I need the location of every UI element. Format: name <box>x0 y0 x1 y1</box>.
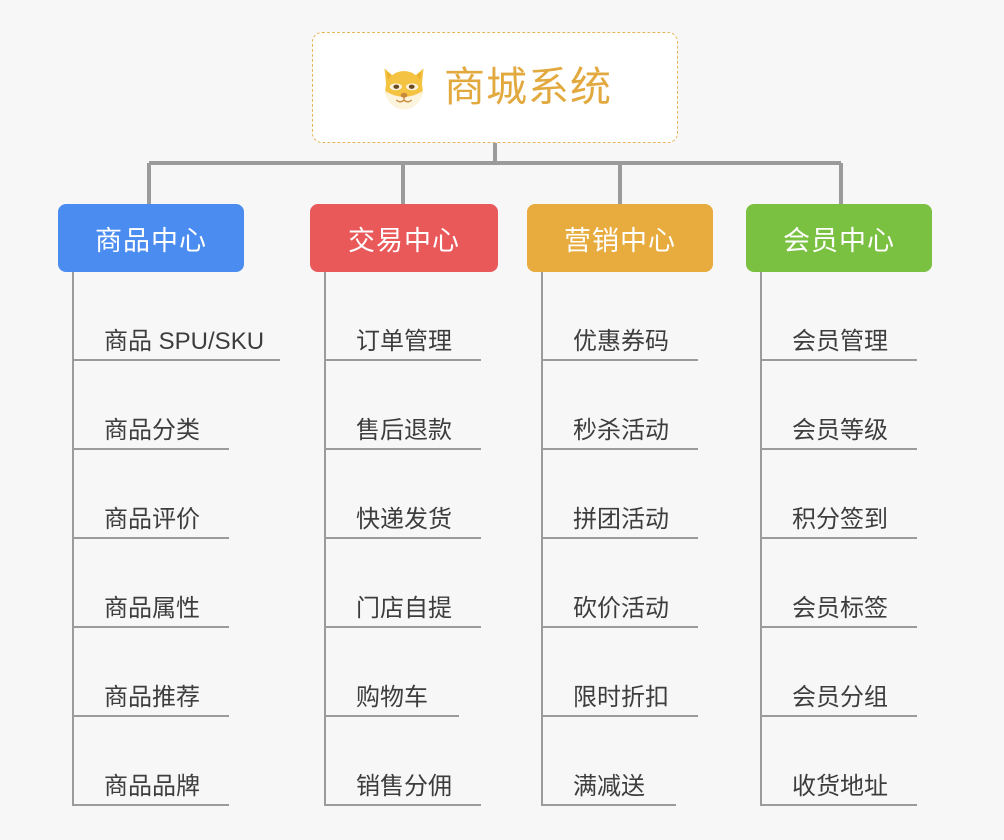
leaf-item[interactable]: 商品评价 <box>74 450 288 539</box>
leaf-label: 商品属性 <box>104 595 200 622</box>
leaf-rule <box>543 537 698 539</box>
root-title: 商城系统 <box>444 64 612 110</box>
leaf-item[interactable]: 砍价活动 <box>543 539 745 628</box>
branch-product-center: 商品中心 商品 SPU/SKU 商品分类 商品评价 商品属性 商品推荐 <box>58 204 288 806</box>
leaf-rule <box>74 448 229 450</box>
leaf-list-marketing-center: 优惠券码 秒杀活动 拼团活动 砍价活动 限时折扣 满减送 <box>541 272 745 806</box>
leaf-item[interactable]: 限时折扣 <box>543 628 745 717</box>
leaf-item[interactable]: 收货地址 <box>762 717 964 806</box>
leaf-label: 商品推荐 <box>104 684 200 711</box>
leaf-item[interactable]: 秒杀活动 <box>543 361 745 450</box>
leaf-rule <box>326 448 481 450</box>
leaf-rule <box>326 537 481 539</box>
leaf-list-trade-center: 订单管理 售后退款 快递发货 门店自提 购物车 销售分佣 <box>324 272 528 806</box>
leaf-item[interactable]: 商品推荐 <box>74 628 288 717</box>
leaf-label: 订单管理 <box>356 328 452 355</box>
leaf-label: 拼团活动 <box>573 506 669 533</box>
category-label: 会员中心 <box>783 225 895 256</box>
category-header-product-center[interactable]: 商品中心 <box>58 204 244 272</box>
leaf-rule <box>326 804 481 806</box>
leaf-rule <box>74 626 229 628</box>
leaf-label: 秒杀活动 <box>573 417 669 444</box>
leaf-label: 购物车 <box>356 684 428 711</box>
leaf-label: 会员标签 <box>792 595 888 622</box>
leaf-label: 售后退款 <box>356 417 452 444</box>
leaf-item[interactable]: 购物车 <box>326 628 528 717</box>
leaf-rule <box>74 537 229 539</box>
leaf-label: 门店自提 <box>356 595 452 622</box>
leaf-label: 会员等级 <box>792 417 888 444</box>
leaf-item[interactable]: 商品品牌 <box>74 717 288 806</box>
shiba-dog-face-icon <box>384 68 424 109</box>
leaf-item[interactable]: 售后退款 <box>326 361 528 450</box>
leaf-label: 优惠券码 <box>573 328 669 355</box>
leaf-rule <box>326 715 459 717</box>
leaf-item[interactable]: 快递发货 <box>326 450 528 539</box>
leaf-rule <box>74 359 280 361</box>
leaf-item[interactable]: 门店自提 <box>326 539 528 628</box>
leaf-label: 满减送 <box>573 773 645 800</box>
leaf-rule <box>543 448 698 450</box>
leaf-rule <box>74 715 229 717</box>
leaf-rule <box>543 359 698 361</box>
leaf-item[interactable]: 商品分类 <box>74 361 288 450</box>
leaf-rule <box>762 715 917 717</box>
branch-marketing-center: 营销中心 优惠券码 秒杀活动 拼团活动 砍价活动 限时折扣 <box>527 204 745 806</box>
leaf-rule <box>543 715 698 717</box>
leaf-rule <box>74 804 229 806</box>
leaf-rule <box>326 626 481 628</box>
leaf-label: 会员管理 <box>792 328 888 355</box>
category-header-marketing-center[interactable]: 营销中心 <box>527 204 713 272</box>
leaf-label: 商品 SPU/SKU <box>104 328 265 355</box>
leaf-label: 快递发货 <box>356 506 452 533</box>
leaf-item[interactable]: 会员标签 <box>762 539 964 628</box>
branch-trade-center: 交易中心 订单管理 售后退款 快递发货 门店自提 购物车 <box>310 204 528 806</box>
category-header-member-center[interactable]: 会员中心 <box>746 204 932 272</box>
leaf-label: 会员分组 <box>792 684 888 711</box>
leaf-rule <box>326 359 481 361</box>
leaf-rule <box>762 537 917 539</box>
leaf-item[interactable]: 积分签到 <box>762 450 964 539</box>
category-label: 商品中心 <box>95 225 207 256</box>
leaf-rule <box>762 359 917 361</box>
leaf-label: 积分签到 <box>792 506 888 533</box>
leaf-item[interactable]: 优惠券码 <box>543 272 745 361</box>
leaf-item[interactable]: 拼团活动 <box>543 450 745 539</box>
category-header-trade-center[interactable]: 交易中心 <box>310 204 498 272</box>
leaf-list-product-center: 商品 SPU/SKU 商品分类 商品评价 商品属性 商品推荐 商品品牌 <box>72 272 288 806</box>
category-label: 交易中心 <box>348 225 460 256</box>
leaf-item[interactable]: 会员等级 <box>762 361 964 450</box>
leaf-rule <box>762 448 917 450</box>
leaf-rule <box>762 626 917 628</box>
leaf-item[interactable]: 会员分组 <box>762 628 964 717</box>
leaf-rule <box>543 626 698 628</box>
branch-member-center: 会员中心 会员管理 会员等级 积分签到 会员标签 会员分组 <box>746 204 964 806</box>
leaf-label: 销售分佣 <box>356 773 452 800</box>
leaf-item[interactable]: 满减送 <box>543 717 745 806</box>
leaf-label: 商品品牌 <box>104 773 200 800</box>
leaf-rule <box>543 804 676 806</box>
leaf-item[interactable]: 商品 SPU/SKU <box>74 272 288 361</box>
root-node[interactable]: 商城系统 <box>312 32 678 143</box>
leaf-item[interactable]: 会员管理 <box>762 272 964 361</box>
leaf-list-member-center: 会员管理 会员等级 积分签到 会员标签 会员分组 收货地址 <box>760 272 964 806</box>
leaf-item[interactable]: 销售分佣 <box>326 717 528 806</box>
leaf-item[interactable]: 订单管理 <box>326 272 528 361</box>
leaf-label: 砍价活动 <box>573 595 669 622</box>
leaf-label: 商品分类 <box>104 417 200 444</box>
leaf-label: 收货地址 <box>792 773 888 800</box>
leaf-rule <box>762 804 917 806</box>
leaf-label: 商品评价 <box>104 506 200 533</box>
leaf-item[interactable]: 商品属性 <box>74 539 288 628</box>
category-label: 营销中心 <box>564 225 676 256</box>
leaf-label: 限时折扣 <box>573 684 669 711</box>
